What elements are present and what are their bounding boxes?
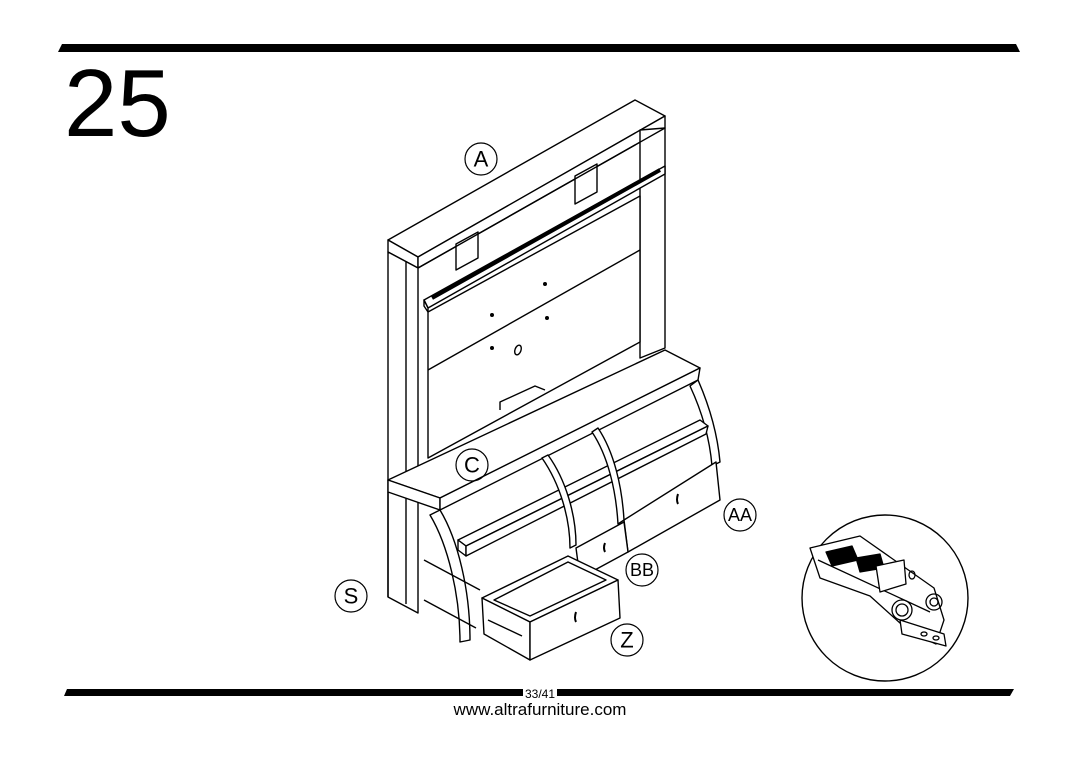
part-label-aa: AA	[728, 505, 752, 525]
part-label-a: A	[474, 147, 489, 172]
page-number-text: 33/41	[522, 687, 558, 701]
part-label-c: C	[464, 453, 480, 478]
footer-url: www.altrafurniture.com	[453, 700, 627, 719]
top-rule	[58, 44, 1020, 52]
part-label-s: S	[344, 584, 359, 609]
drawer-slide-detail	[801, 514, 969, 682]
page-number: 33/41	[0, 685, 1080, 703]
part-label-bb: BB	[630, 560, 654, 580]
part-label-z: Z	[620, 628, 633, 653]
step-number: 25	[64, 50, 171, 157]
